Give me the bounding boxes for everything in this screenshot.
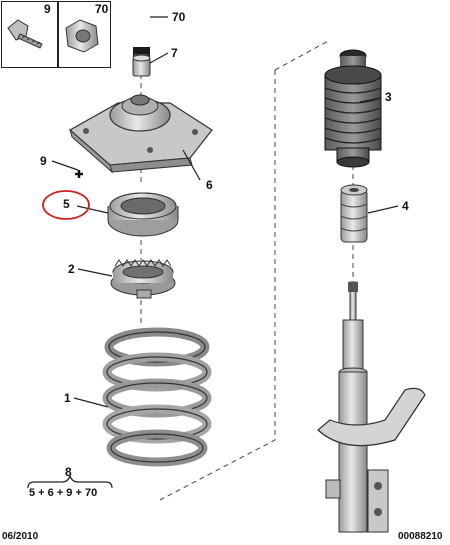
inset-nut-drawing [65,19,99,53]
callout-70: 70 [172,10,186,24]
kit-formula: 5 + 6 + 9 + 70 [29,487,98,499]
callout-9: 9 [40,154,47,168]
highlight-circle [42,190,90,220]
callout-7: 7 [171,46,178,60]
part-1-coil-spring [102,327,212,467]
callout-8: 8 [65,465,72,479]
fastener-inset [1,1,111,68]
inset-label-70: 70 [95,2,109,16]
footer-reference: 00088210 [398,531,443,542]
part-5-bearing [107,192,179,237]
inset-divider [57,2,59,67]
callout-4: 4 [402,199,409,213]
part-6-top-mount [68,94,213,174]
part-9-marker [75,170,83,178]
callout-6: 6 [206,178,213,192]
leader-lines [51,16,399,408]
callout-1: 1 [64,391,71,405]
strut-body [317,281,426,533]
kit-brace [27,474,113,489]
callout-3: 3 [385,90,392,104]
part-4-bump-stop [340,184,368,243]
part-2-spring-seat [110,259,176,299]
part-7-sleeve [132,54,151,77]
callout-5: 5 [63,197,70,211]
callout-2: 2 [68,262,75,276]
footer-date: 06/2010 [2,531,39,542]
inset-bolt-drawing [7,19,43,49]
inset-label-9: 9 [44,2,51,16]
part-3-dust-boot [324,49,382,168]
